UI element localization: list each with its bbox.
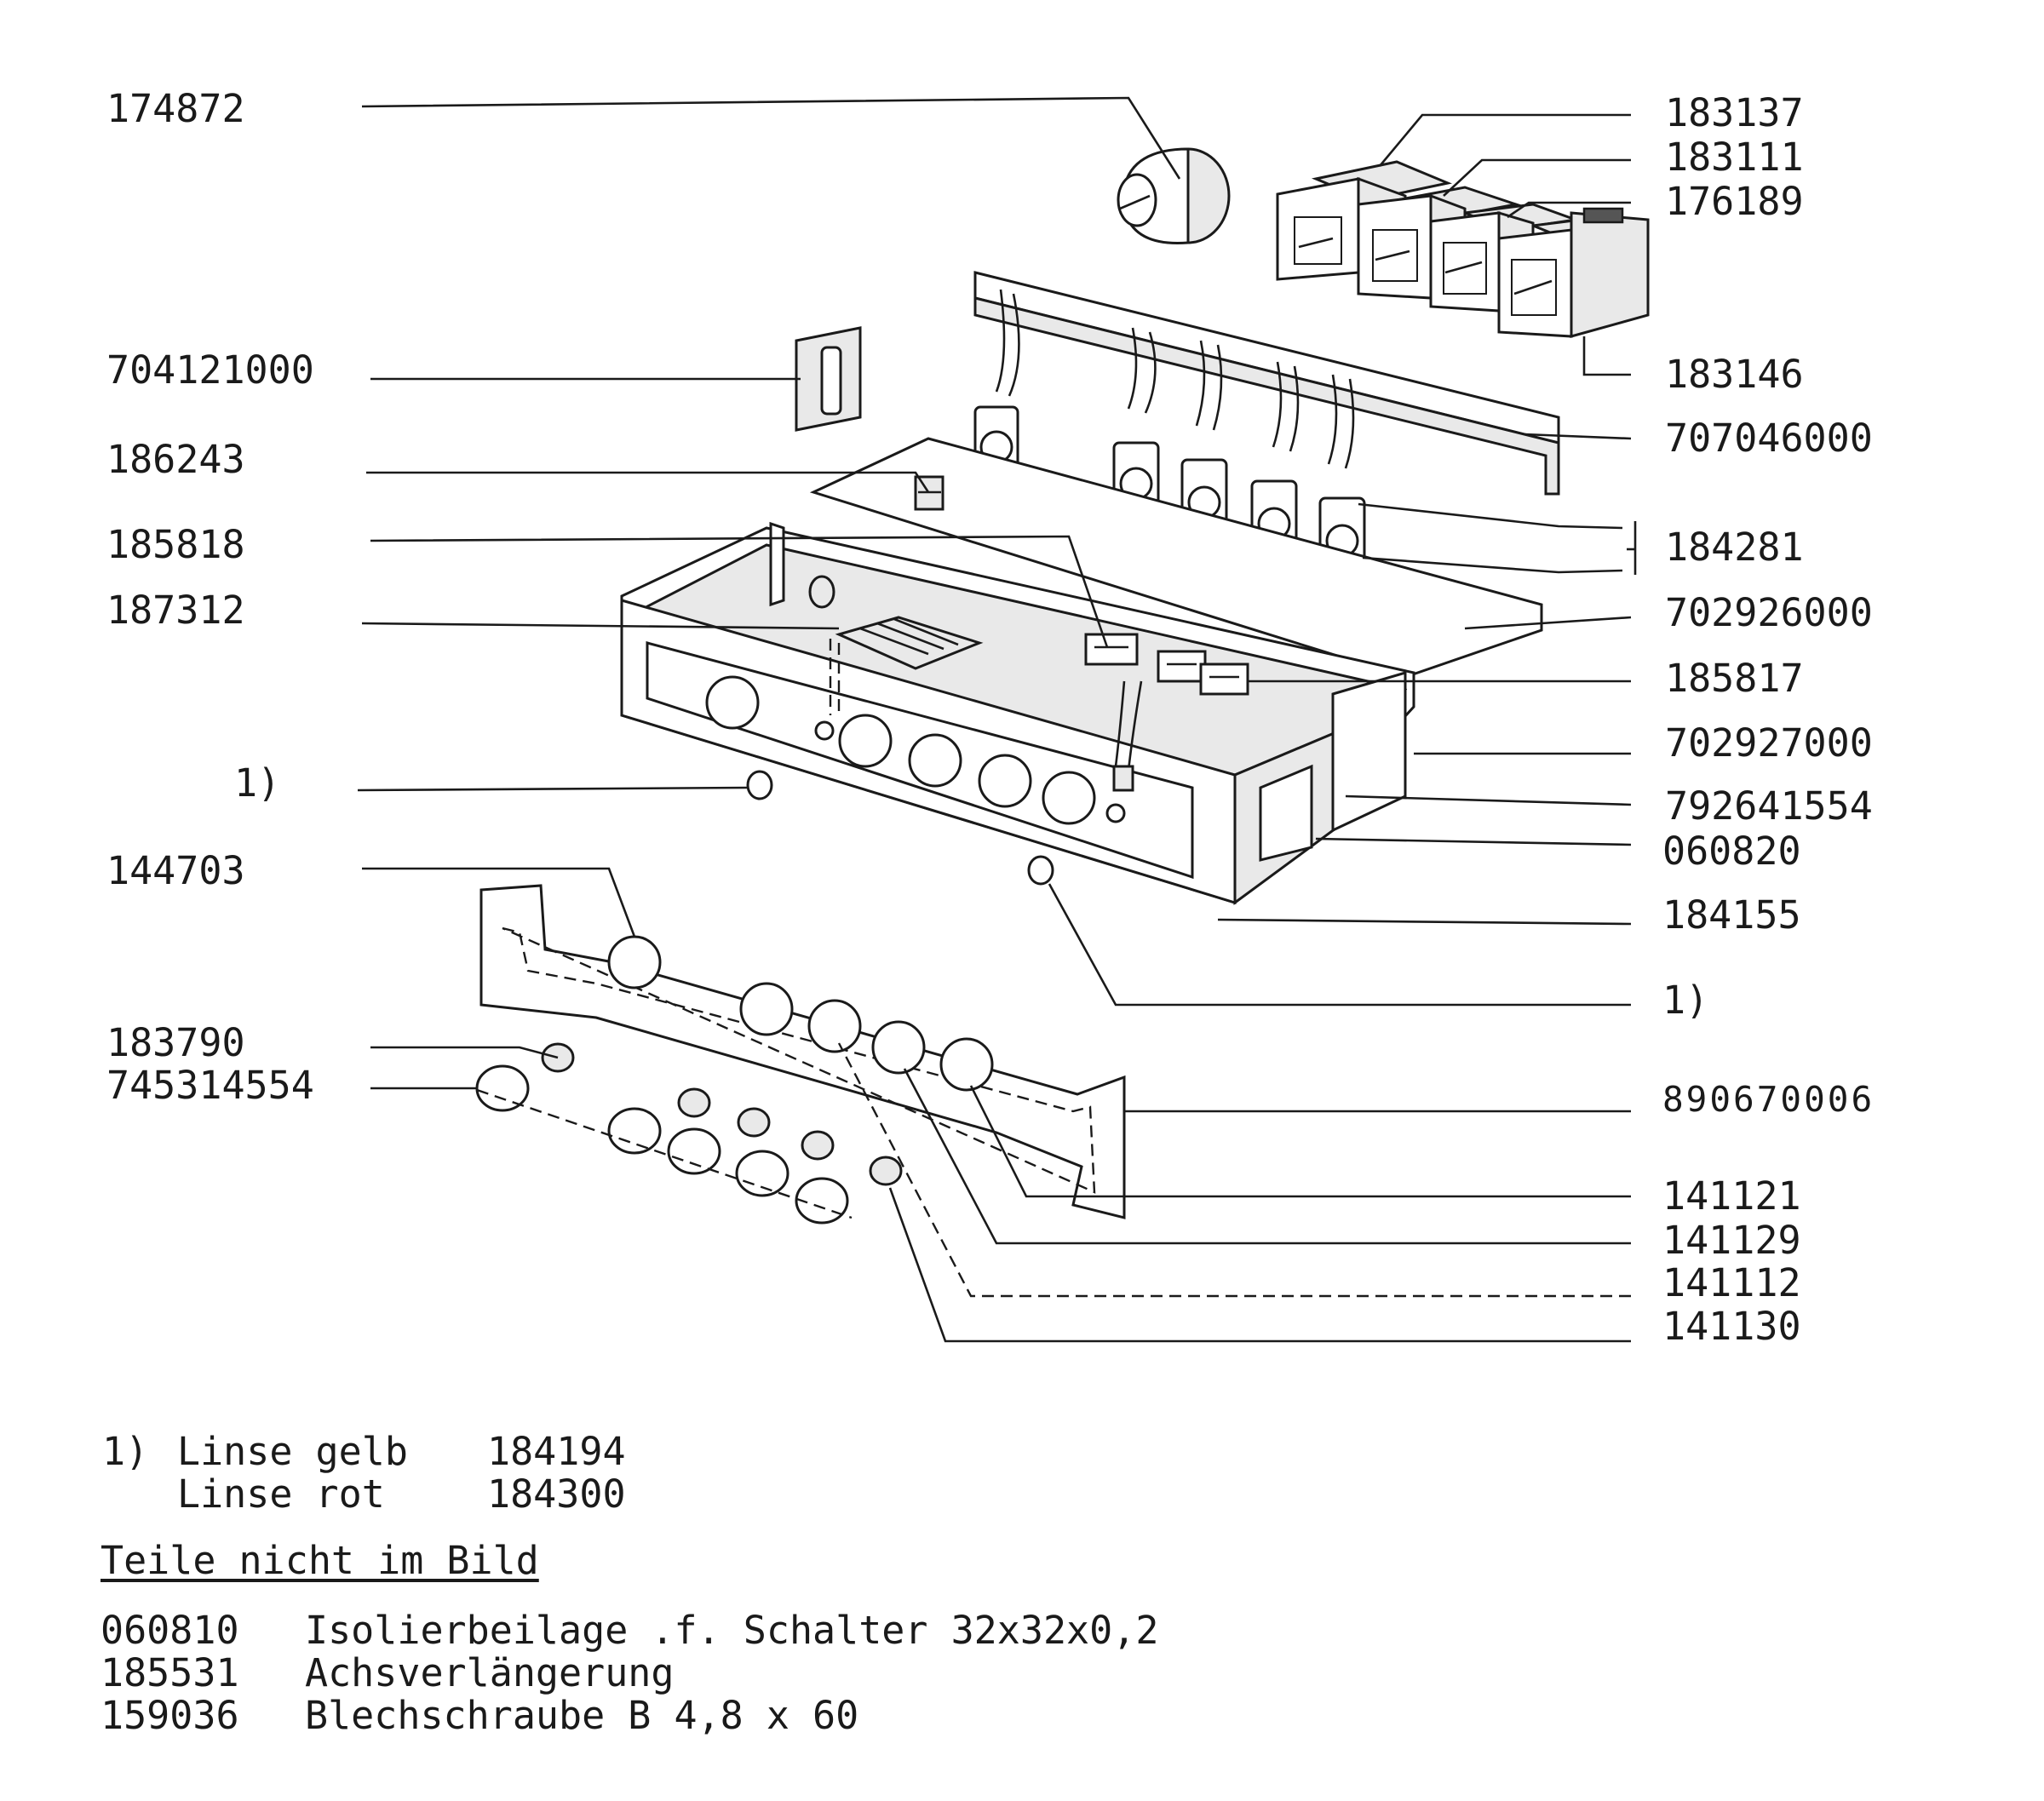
leader-lines [357, 96, 1637, 1343]
labels-left: 174872 704121000 186243 185818 187312 1)… [106, 86, 314, 1108]
parts-not-shown-heading: Teile nicht im Bild [100, 1538, 539, 1583]
label-note1-right: 1) [1662, 978, 1708, 1023]
part-702927000-housing [620, 521, 1415, 905]
label-702926000: 702926000 [1665, 590, 1873, 635]
label-note1-left: 1) [234, 760, 280, 806]
part-187312-terminal-strip [829, 616, 984, 715]
label-183111: 183111 [1665, 135, 1804, 180]
label-890670006: 890670006 [1662, 1079, 1875, 1120]
label-187312: 187312 [106, 588, 245, 633]
part-186243-clip [914, 475, 944, 511]
label-745314554: 745314554 [106, 1063, 314, 1108]
part-desc-2: Achsverlängerung [305, 1650, 675, 1695]
label-176189: 176189 [1665, 179, 1804, 224]
label-702927000: 702927000 [1665, 720, 1873, 766]
label-184155: 184155 [1662, 892, 1801, 938]
part-704121000-bracket [795, 326, 862, 432]
label-060820: 060820 [1662, 829, 1801, 874]
part-switch-blocks [1276, 160, 1650, 338]
part-desc-1: Isolierbeilage .f. Schalter 32x32x0,2 [305, 1608, 1159, 1653]
label-792641554: 792641554 [1665, 783, 1873, 829]
label-174872: 174872 [106, 86, 245, 131]
labels-right: 183137 183111 176189 183146 707046000 18… [1662, 90, 1875, 1349]
footnote-block: 1) Linse gelb 184194 Linse rot 184300 [102, 1431, 954, 1533]
parts-not-shown: Teile nicht im Bild 060810 Isolierbeilag… [100, 1540, 1293, 1744]
part-745314554-knobs [475, 1064, 849, 1225]
label-183790: 183790 [106, 1020, 245, 1065]
footnote-marker: 1) [102, 1429, 149, 1474]
label-707046000: 707046000 [1665, 416, 1873, 461]
footnote-code-1: 184194 [487, 1429, 626, 1474]
part-890670006-front-panel [479, 884, 1126, 1219]
footnote-name-1: Linse gelb [177, 1429, 408, 1474]
label-185818: 185818 [106, 522, 245, 567]
lens-right [1027, 855, 1054, 886]
label-704121000: 704121000 [106, 347, 314, 393]
part-792641554-side [1331, 670, 1407, 833]
part-code-3: 159036 [100, 1693, 239, 1738]
label-185817: 185817 [1665, 656, 1804, 701]
label-141112: 141112 [1662, 1260, 1801, 1305]
part-desc-3: Blechschraube B 4,8 x 60 [305, 1693, 859, 1738]
label-184281: 184281 [1665, 525, 1804, 570]
label-141129: 141129 [1662, 1218, 1801, 1263]
part-174872-motor [1117, 147, 1231, 244]
part-707046000-rail [973, 271, 1560, 496]
part-185818-connectors [1084, 633, 1249, 792]
label-186243: 186243 [106, 437, 245, 482]
part-code-1: 060810 [100, 1608, 239, 1653]
label-144703: 144703 [106, 848, 245, 893]
lens-left [746, 770, 773, 800]
footnote-code-2: 184300 [487, 1471, 626, 1517]
part-code-2: 185531 [100, 1650, 239, 1695]
label-183146: 183146 [1665, 352, 1804, 397]
label-183137: 183137 [1665, 90, 1804, 135]
footnote-name-2: Linse rot [177, 1471, 385, 1517]
label-141130: 141130 [1662, 1304, 1801, 1349]
part-183790-springs [541, 1042, 903, 1186]
label-141121: 141121 [1662, 1173, 1801, 1219]
part-702926000-cover [809, 437, 1543, 679]
